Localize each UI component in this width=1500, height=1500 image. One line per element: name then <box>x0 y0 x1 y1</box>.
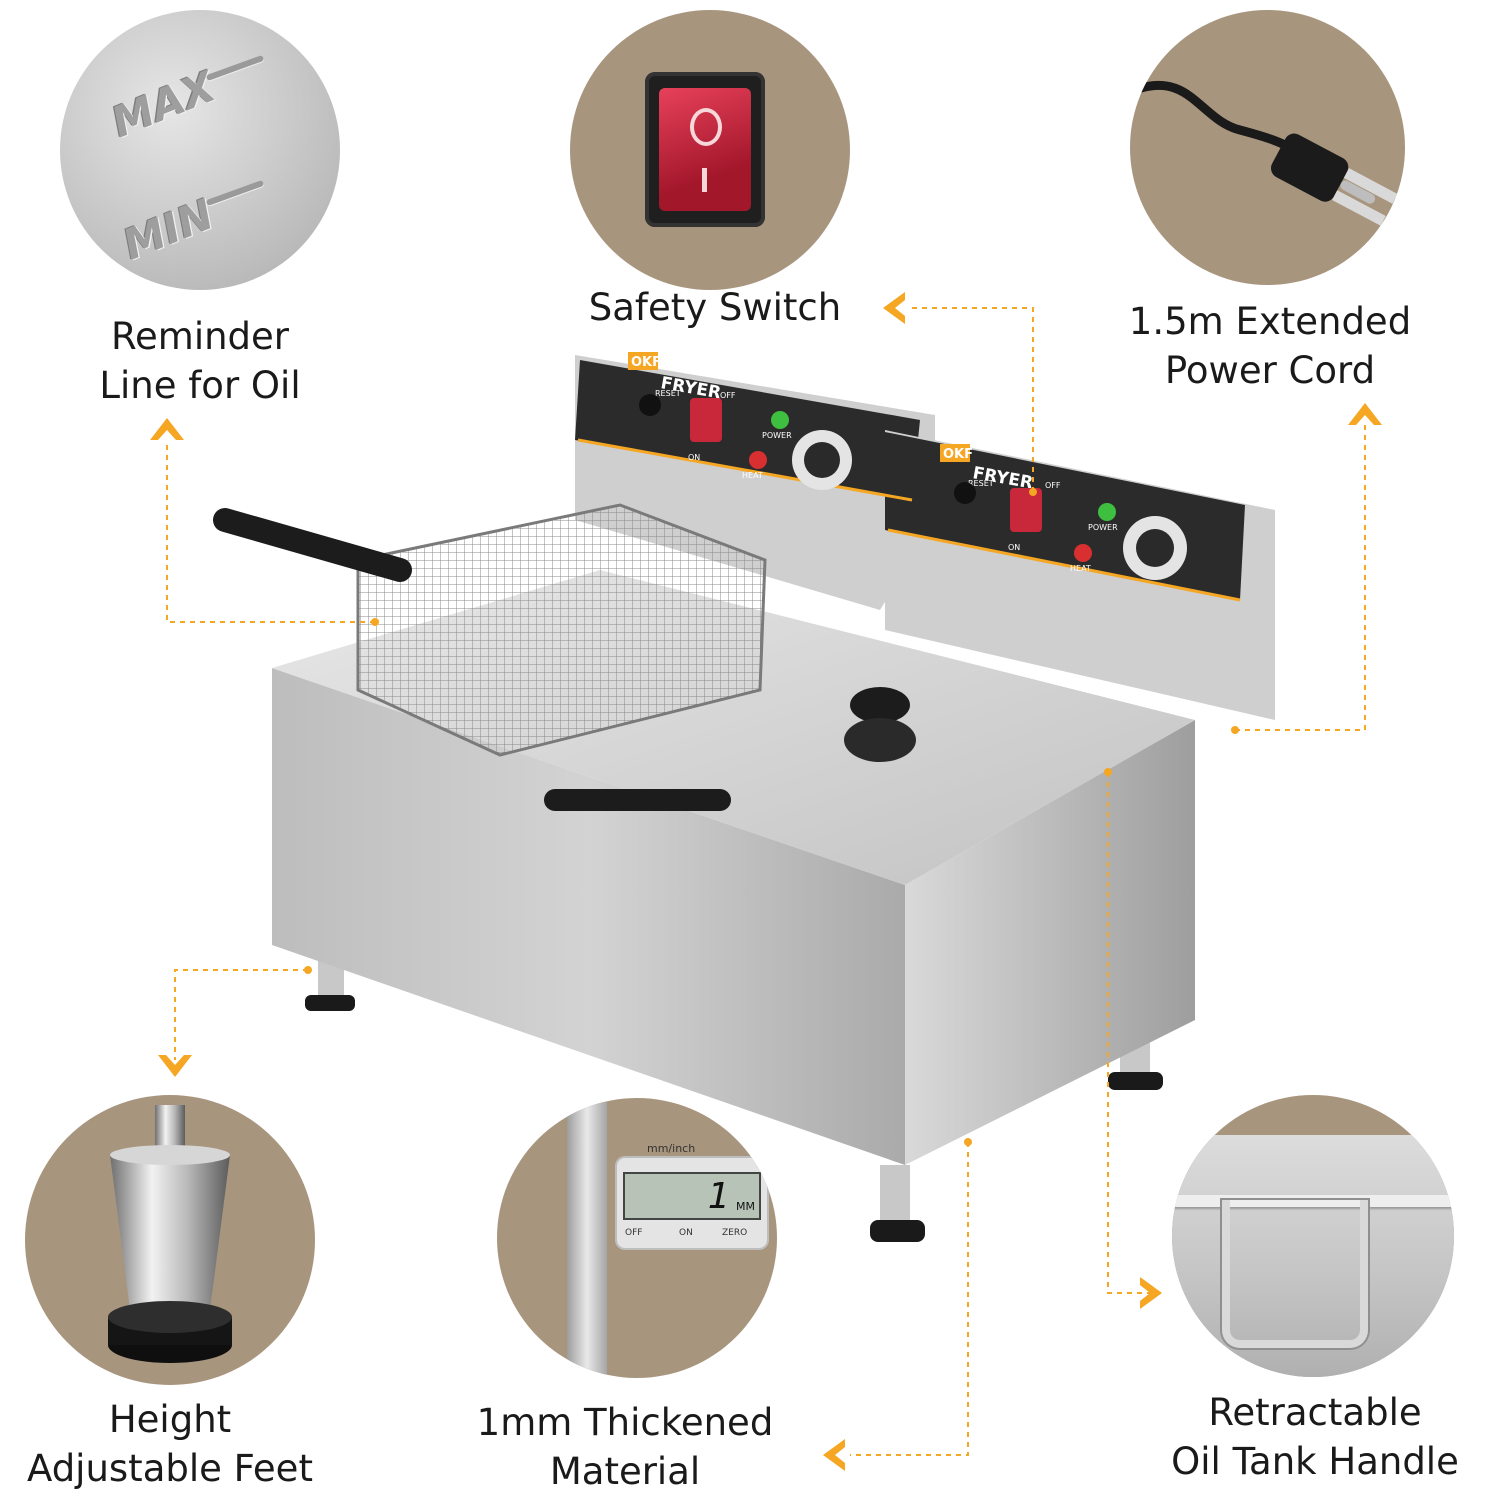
reset-button-right <box>954 482 976 504</box>
caliper-zero-button: ZERO <box>722 1228 748 1238</box>
switch-caption: Safety Switch <box>588 286 842 329</box>
handle-closeup <box>1172 1095 1454 1377</box>
fry-basket <box>356 503 767 757</box>
cord-closeup <box>1130 10 1405 285</box>
caliper-on-button: ON <box>679 1228 693 1238</box>
brand-badge-left-text: OKF <box>631 355 661 370</box>
switch-housing <box>645 72 765 227</box>
brand-badge-right-text: OKF <box>943 447 973 462</box>
power-label-right: POWER <box>1088 523 1118 532</box>
on-symbol <box>702 168 707 192</box>
foot-icon <box>108 1105 232 1363</box>
heat-light-right <box>1074 544 1092 562</box>
fryer-front-panel <box>272 668 905 1165</box>
feet-caption: Height Adjustable Feet <box>27 1398 313 1490</box>
on-label-right: ON <box>1008 543 1020 552</box>
retractable-handle <box>1222 1200 1368 1348</box>
heat-label-right: HEAT <box>1070 564 1091 573</box>
power-light-left <box>771 411 789 429</box>
power-light-right <box>1098 503 1116 521</box>
oil-line-closeup: MAX MIN <box>60 10 340 290</box>
on-label-left: ON <box>688 453 700 462</box>
tank-rim <box>1172 1195 1454 1207</box>
caliper-display-housing: mm/inch 1 MM OFF ON ZERO <box>617 1142 767 1248</box>
basket-handle <box>213 508 412 582</box>
material-closeup: mm/inch 1 MM OFF ON ZERO <box>497 1098 777 1378</box>
reset-button-left <box>639 394 661 416</box>
reset-label-left: RESET <box>655 389 681 398</box>
caliper-body <box>567 1098 607 1378</box>
caliper-lcd: 1 MM <box>623 1172 761 1220</box>
material-caption: 1mm Thickened Material <box>476 1401 774 1493</box>
rocker-switch-right <box>1010 488 1042 532</box>
cord-caption: 1.5m Extended Power Cord <box>1128 300 1412 392</box>
brand-badge-left <box>628 352 658 370</box>
lid-knob <box>850 687 910 723</box>
caliper-off-button: OFF <box>625 1228 643 1238</box>
power-label-left: POWER <box>762 431 792 440</box>
off-label-right: OFF <box>1045 481 1061 490</box>
heat-light-left <box>749 451 767 469</box>
oil-line-caption: Reminder Line for Oil <box>99 315 301 407</box>
off-label-left: OFF <box>720 391 736 400</box>
handle-caption: Retractable Oil Tank Handle <box>1171 1391 1459 1483</box>
caliper-reading: 1 <box>707 1176 729 1217</box>
plug-icon <box>1130 80 1398 226</box>
off-symbol <box>690 108 722 146</box>
feet-closeup <box>25 1095 315 1385</box>
heat-label-left: HEAT <box>742 471 763 480</box>
rocker-switch-left <box>690 398 722 442</box>
rocker-switch <box>659 88 751 211</box>
caliper-units-label: mm/inch <box>647 1142 696 1155</box>
switch-closeup <box>570 10 850 290</box>
tank-wall <box>1172 1135 1454 1377</box>
caliper-unit: MM <box>736 1200 755 1213</box>
